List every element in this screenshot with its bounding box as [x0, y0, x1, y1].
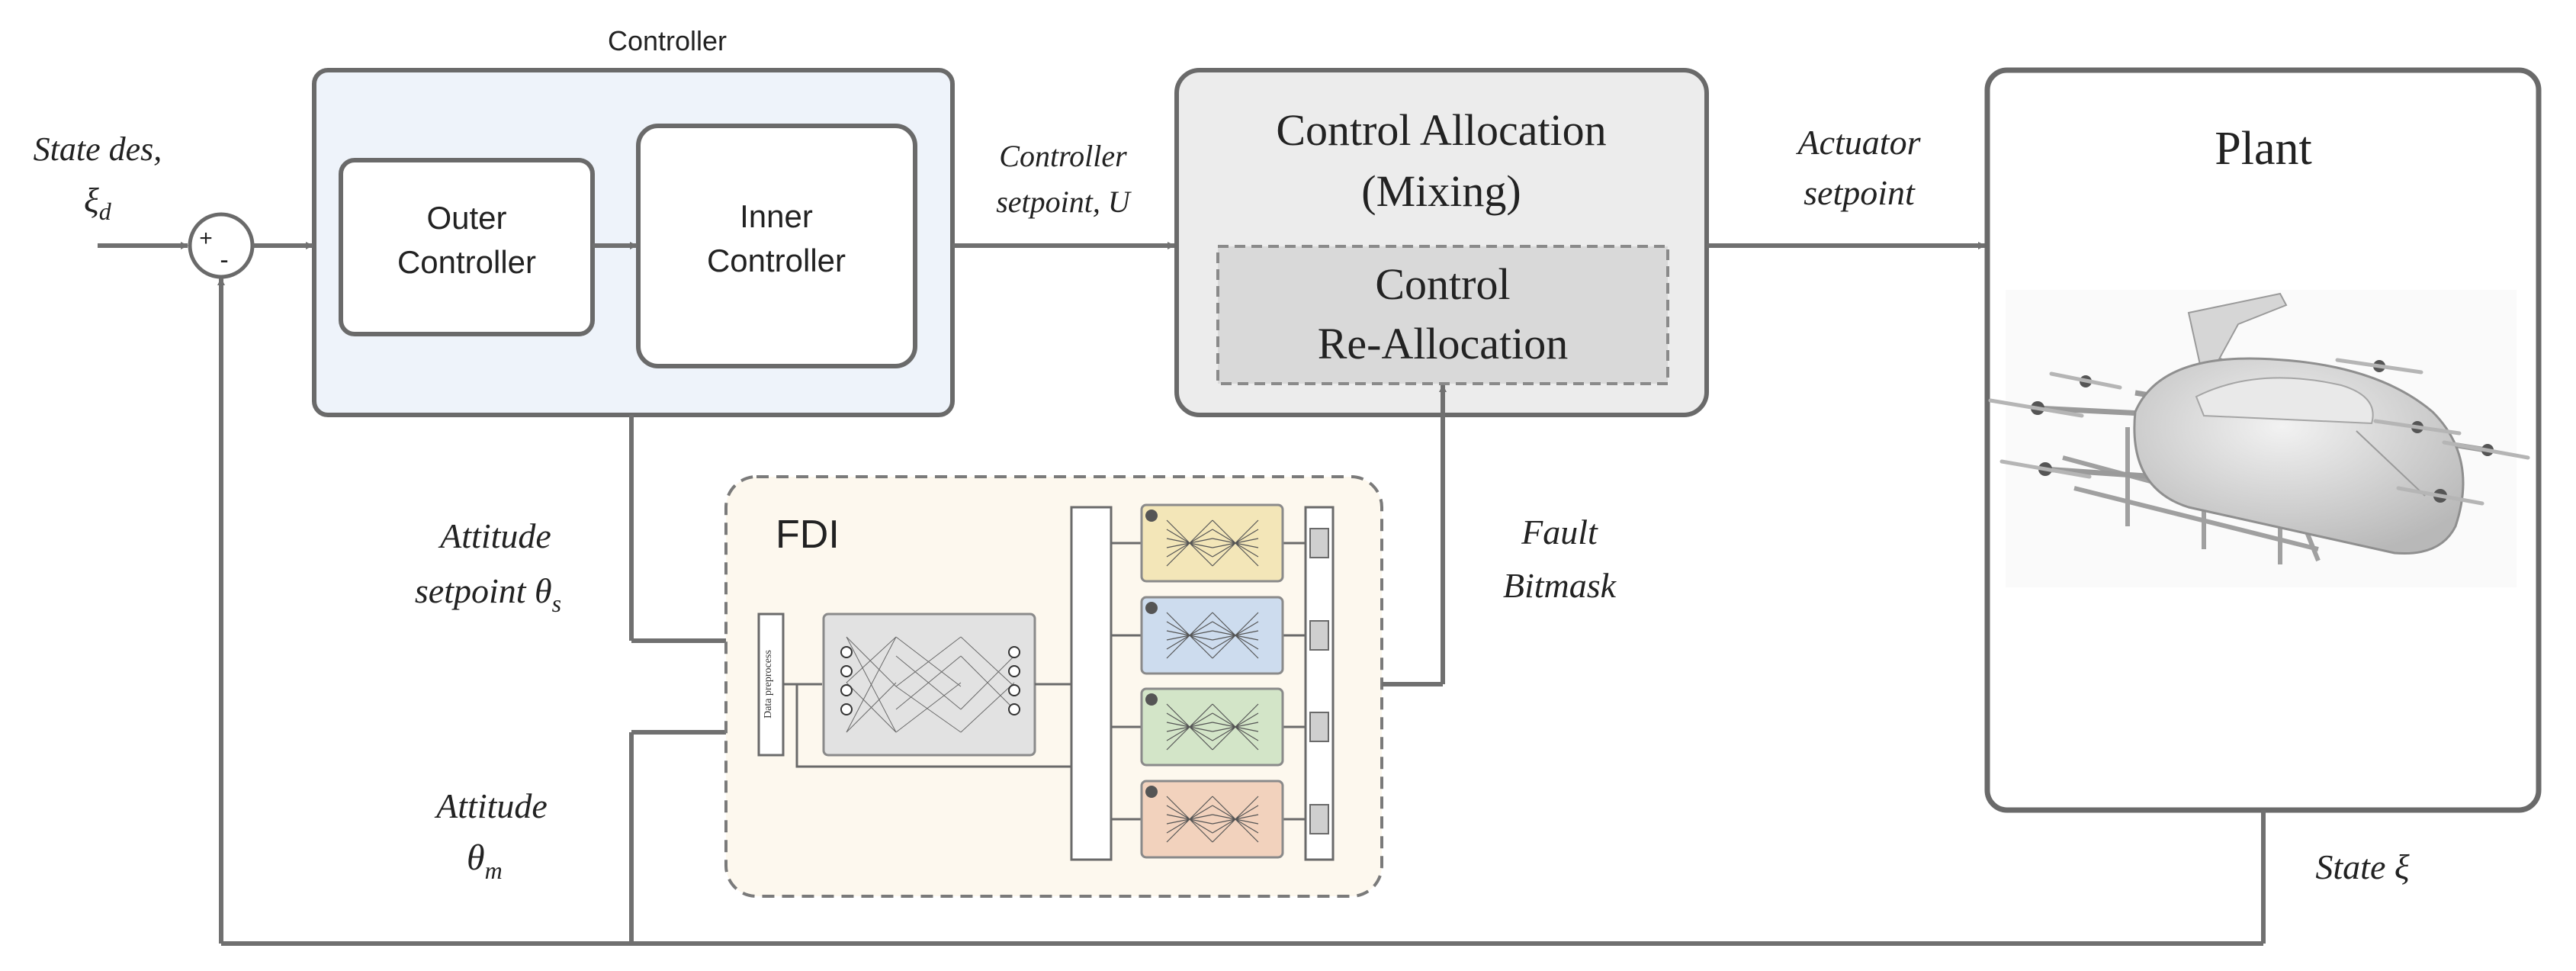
actuator-setpoint-label-1: Actuator: [1796, 123, 1922, 162]
attitude-measured-label-1: Attitude: [434, 786, 548, 825]
inner-controller-label-1: Inner: [740, 198, 813, 234]
fdi-output-cells: [1309, 528, 1329, 834]
control-reallocation-block: [1216, 245, 1669, 385]
attitude-setpoint-label-1: Attitude: [438, 516, 551, 555]
plant-aircraft-image: [1988, 290, 2530, 587]
summing-minus: -: [220, 246, 228, 275]
fdi-head-connections: [1035, 542, 1306, 821]
attitude-setpoint-label-2: setpoint θs: [415, 571, 561, 617]
fdi-classifier-head: [1140, 596, 1284, 675]
state-label: State ξ: [2315, 847, 2409, 886]
fdi-output-column: [1304, 506, 1335, 861]
fault-bitmask-label-1: Fault: [1521, 513, 1598, 551]
fdi-classifier-head: [1140, 687, 1284, 767]
fdi-data-preprocess-label: Data preprocess: [763, 650, 774, 719]
fdi-classifier-head: [1140, 503, 1284, 583]
control-allocation-title-2: (Mixing): [1361, 166, 1521, 216]
state-des-symbol: ξd: [84, 181, 112, 225]
attitude-measured-symbol: θm: [467, 838, 503, 884]
fdi-title: FDI: [776, 513, 840, 557]
fdi-splitter: [1070, 506, 1113, 861]
plant-title: Plant: [2215, 123, 2311, 175]
controller-title: Controller: [608, 25, 727, 56]
fdi-main-network-nodes: [840, 646, 1020, 715]
summing-plus: +: [199, 226, 213, 251]
controller-setpoint-label-1: Controller: [999, 139, 1127, 173]
outer-controller-label-1: Outer: [426, 200, 506, 236]
control-reallocation-label-1: Control: [1375, 259, 1510, 309]
control-reallocation-label-2: Re-Allocation: [1318, 319, 1569, 368]
fdi-main-network-edges: [846, 636, 1015, 733]
outer-controller-label-2: Controller: [397, 244, 536, 280]
control-allocation-title-1: Control Allocation: [1276, 105, 1606, 155]
inner-controller-label-2: Controller: [707, 243, 846, 278]
fdi-internal-connections: [783, 683, 1071, 768]
fdi-main-network: [822, 613, 1036, 757]
state-des-label: State des,: [34, 130, 162, 168]
controller-setpoint-label-2: setpoint, U: [996, 185, 1132, 219]
actuator-setpoint-label-2: setpoint: [1804, 173, 1916, 212]
fdi-classifier-head: [1140, 780, 1284, 859]
inner-controller-block: [636, 124, 917, 368]
fault-bitmask-label-2: Bitmask: [1503, 566, 1617, 605]
fdi-classifier-heads: [1140, 503, 1284, 859]
